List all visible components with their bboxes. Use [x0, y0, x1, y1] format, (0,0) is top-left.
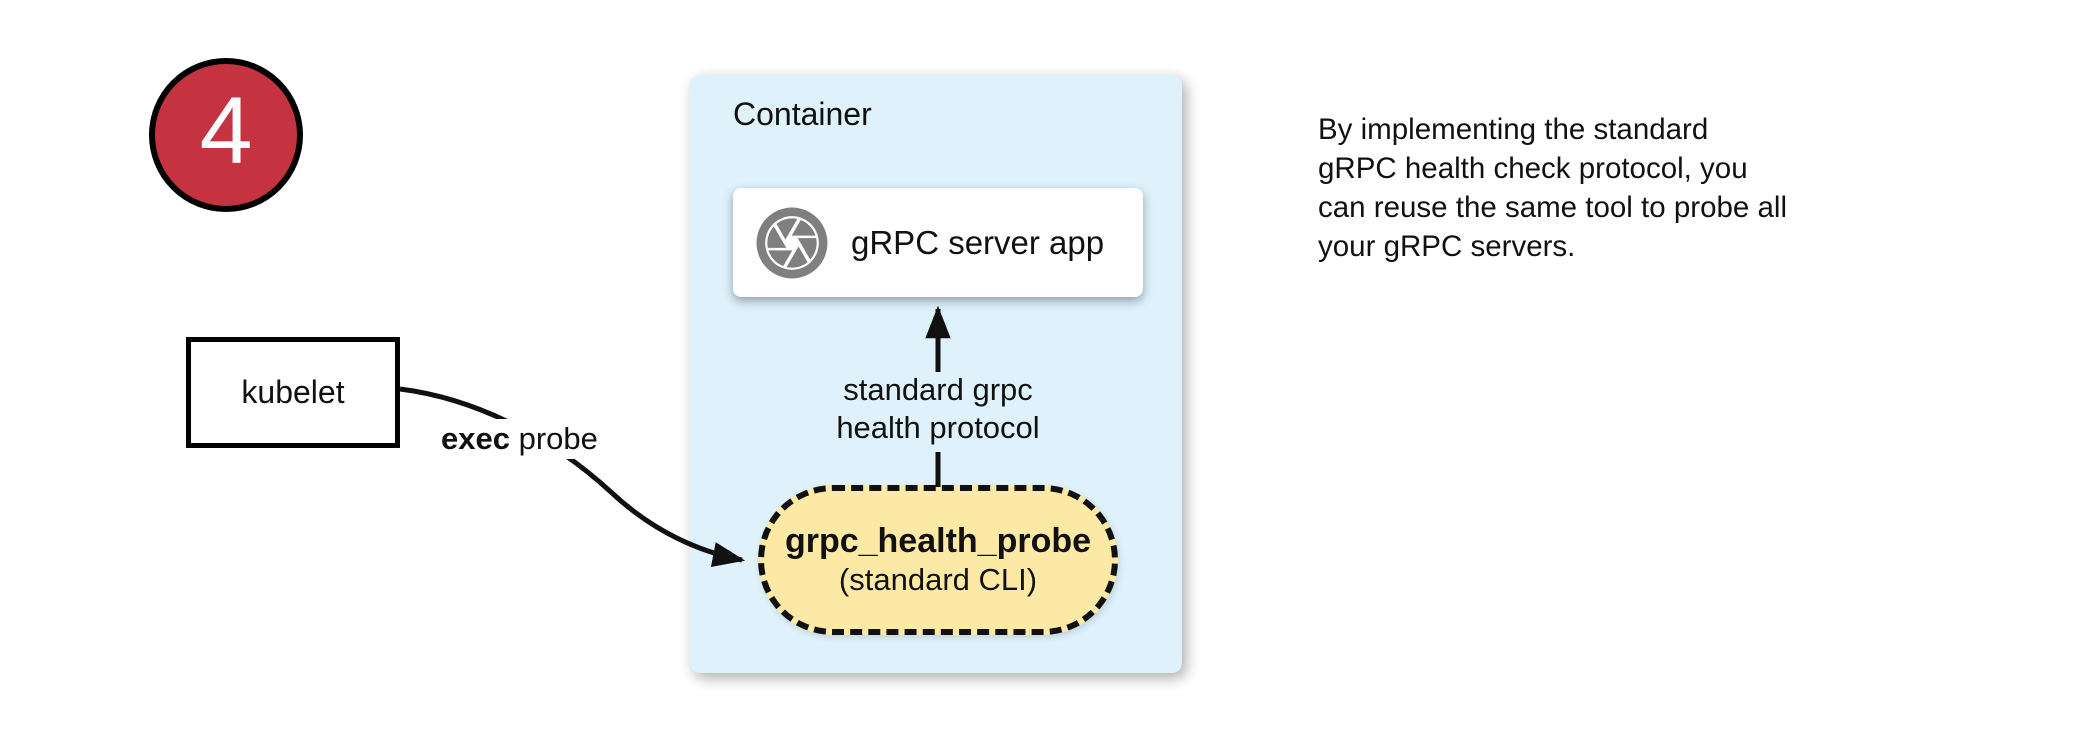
- step-badge: 4: [149, 58, 303, 212]
- kubelet-label: kubelet: [241, 374, 345, 410]
- grpc-health-probe-pill: grpc_health_probe (standard CLI): [758, 485, 1118, 635]
- exec-probe-label: exec probe: [437, 419, 602, 459]
- health-protocol-label-line1: standard grpc: [843, 372, 1033, 407]
- note-text: By implementing the standard gRPC health…: [1318, 110, 1858, 266]
- note-line: By implementing the standard: [1318, 113, 1709, 146]
- note-line: gRPC health check protocol, you: [1318, 152, 1748, 185]
- grpc-server-label: gRPC server app: [851, 223, 1105, 261]
- kubelet-box: kubelet: [186, 337, 400, 448]
- aperture-icon: [755, 206, 829, 280]
- exec-probe-label-rest: probe: [509, 421, 598, 456]
- grpc-server-box: gRPC server app: [733, 188, 1143, 297]
- probe-pill-subtitle: (standard CLI): [838, 562, 1038, 597]
- health-protocol-label: standard grpc health protocol: [763, 371, 1113, 447]
- step-number: 4: [199, 77, 253, 184]
- health-protocol-label-line2: health protocol: [836, 410, 1040, 445]
- probe-pill-title: grpc_health_probe: [784, 522, 1092, 560]
- exec-probe-label-bold: exec: [441, 421, 510, 456]
- container-label: Container: [733, 96, 872, 132]
- note-line: your gRPC servers.: [1318, 230, 1576, 263]
- note-line: can reuse the same tool to probe all: [1318, 191, 1788, 224]
